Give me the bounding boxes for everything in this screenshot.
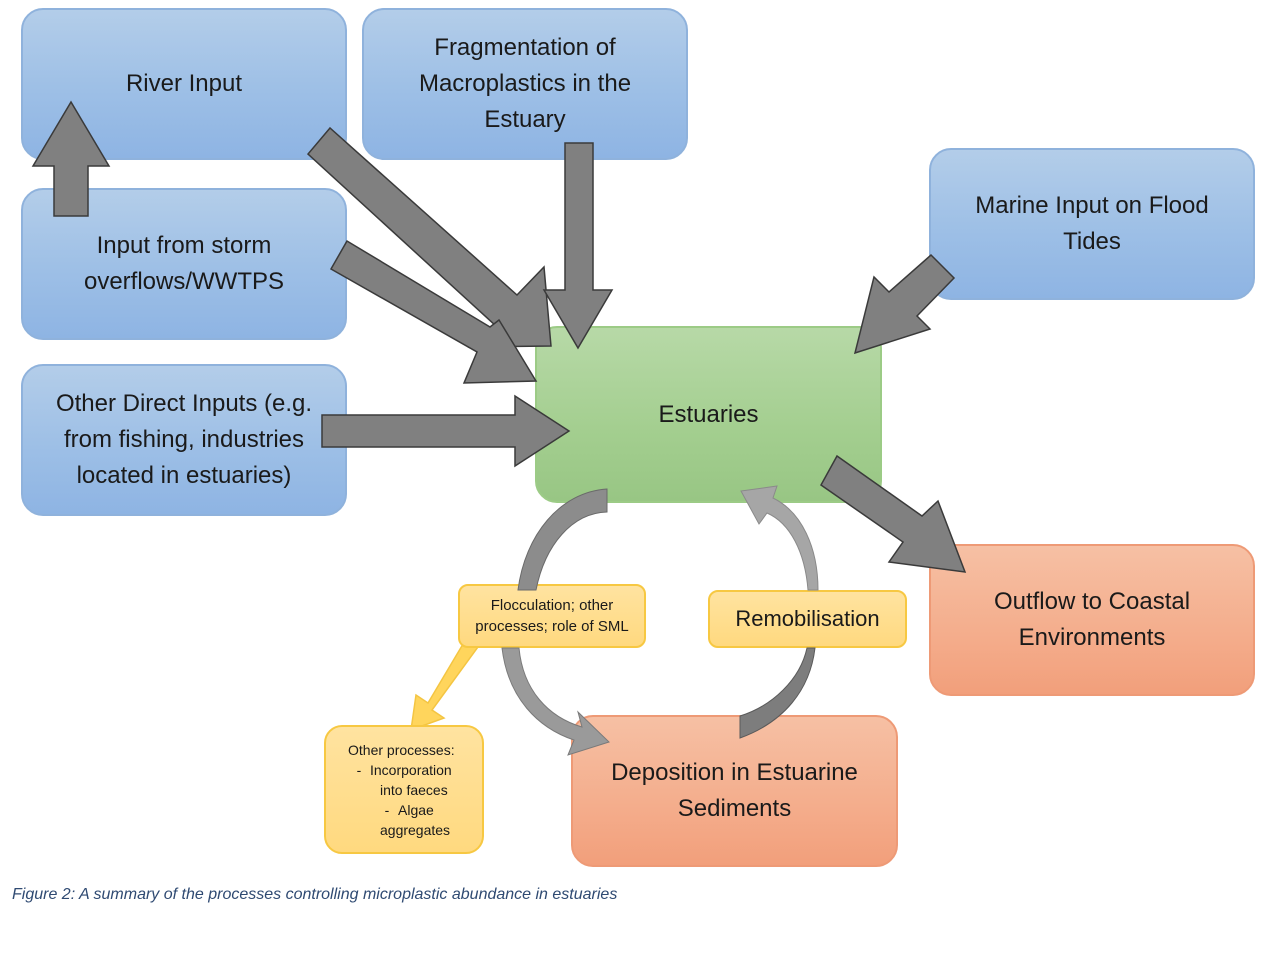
marine-input-line-2: Tides	[1063, 228, 1121, 255]
river-input-line-1: River Input	[125, 70, 243, 97]
outflow-label: Outflow to Coastal Environments	[994, 584, 1190, 656]
outflow-line-2: Environments	[1018, 624, 1166, 651]
box-remobilisation: Remobilisation	[708, 590, 907, 648]
box-storm-overflows: Input from storm overflows/WWTPS	[21, 188, 347, 340]
storm-overflows-line-1: Input from storm	[96, 232, 272, 259]
figure-caption: Figure 2: A summary of the processes con…	[12, 886, 618, 903]
box-deposition: Deposition in Estuarine Sediments	[571, 715, 898, 867]
fragmentation-line-1: Fragmentation of	[434, 34, 616, 61]
other-direct-line-2: from fishing, industries	[63, 426, 305, 453]
box-other-direct-inputs: Other Direct Inputs (e.g. from fishing, …	[21, 364, 347, 516]
box-other-processes: Other processes: - Incorporation into fa…	[324, 725, 484, 854]
item-1-line-2: into faeces	[380, 781, 448, 798]
remobilisation-label: Remobilisation	[735, 606, 880, 631]
river-input-label: River Input	[126, 66, 242, 102]
flocculation-label: Flocculation; other processes; role of S…	[475, 595, 628, 637]
item-1-line-1: Incorporation	[370, 761, 452, 778]
box-marine-input: Marine Input on Flood Tides	[929, 148, 1255, 300]
outflow-line-1: Outflow to Coastal	[993, 588, 1191, 615]
box-estuaries: Estuaries	[535, 326, 882, 503]
other-direct-line-1: Other Direct Inputs (e.g.	[55, 390, 313, 417]
item-2-line-2: aggregates	[380, 821, 451, 838]
item-2-line-1: Algae	[398, 801, 434, 818]
box-river-input: River Input	[21, 8, 347, 160]
marine-input-line-1: Marine Input on Flood	[975, 192, 1209, 219]
other-processes-item-2: - Algae	[348, 800, 434, 820]
other-processes-item-1: - Incorporation	[348, 760, 452, 780]
other-direct-line-3: located in estuaries)	[76, 462, 292, 489]
bullet-dash: -	[384, 801, 390, 818]
storm-overflows-line-2: overflows/WWTPS	[83, 268, 284, 295]
deposition-line-1: Deposition in Estuarine	[611, 759, 858, 786]
flocculation-line-2: processes; role of SML	[475, 618, 629, 635]
box-flocculation: Flocculation; other processes; role of S…	[458, 584, 646, 648]
deposition-line-2: Sediments	[677, 795, 792, 822]
bullet-dash: -	[356, 761, 362, 778]
other-direct-inputs-label: Other Direct Inputs (e.g. from fishing, …	[56, 386, 312, 494]
fragmentation-label: Fragmentation of Macroplastics in the Es…	[419, 30, 631, 138]
other-processes-heading: Other processes:	[348, 741, 455, 758]
storm-overflows-label: Input from storm overflows/WWTPS	[84, 228, 284, 300]
fragmentation-line-3: Estuary	[484, 106, 566, 133]
marine-input-label: Marine Input on Flood Tides	[975, 188, 1208, 260]
box-fragmentation: Fragmentation of Macroplastics in the Es…	[362, 8, 688, 160]
deposition-label: Deposition in Estuarine Sediments	[611, 755, 858, 827]
flocculation-line-1: Flocculation; other	[490, 597, 614, 614]
estuaries-label: Estuaries	[658, 400, 759, 428]
arrow-flocculation-to-other-processes	[410, 637, 480, 732]
fragmentation-line-2: Macroplastics in the	[418, 70, 632, 97]
box-outflow: Outflow to Coastal Environments	[929, 544, 1255, 696]
